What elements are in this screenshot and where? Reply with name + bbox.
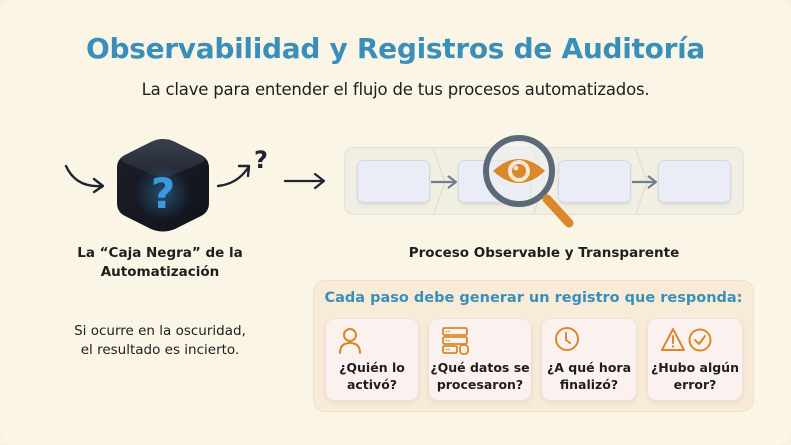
question-card-error: ¿Hubo algún error? [647, 318, 743, 401]
question-text: ¿A qué hora finalizó? [546, 360, 632, 392]
questions-title: Cada paso debe generar un registro que r… [324, 290, 743, 306]
black-cube-question-icon: ? [117, 139, 209, 232]
curved-arrow-out-icon [216, 164, 251, 188]
question-text: ¿Hubo algún error? [651, 360, 739, 392]
warning-check-icon [661, 328, 712, 352]
question-card-who: ¿Quién lo activó? [325, 318, 419, 401]
step-arrows [431, 175, 658, 189]
question-card-time: ¿A qué hora finalizó? [541, 318, 637, 401]
uncertain-output-mark: ? [254, 146, 268, 174]
question-text: ¿Quién lo activó? [339, 360, 405, 392]
question-text: ¿Qué datos se procesaron? [430, 360, 530, 392]
question-card-data: ¿Qué datos se procesaron? [428, 318, 532, 401]
user-icon [339, 328, 361, 354]
process-step-1 [357, 160, 430, 203]
arrow-right-icon [283, 172, 326, 190]
clock-icon [555, 327, 579, 351]
svg-text:?: ? [151, 169, 175, 218]
process-step-3 [558, 160, 631, 203]
database-icon [442, 327, 469, 355]
curved-arrow-in-icon [64, 164, 105, 194]
process-label: Proceso Observable y Transparente [408, 245, 680, 261]
process-step-4 [658, 160, 731, 203]
page-subtitle: La clave para entender el flujo de tus p… [141, 80, 650, 99]
page-title: Observabilidad y Registros de Auditoría [86, 32, 705, 65]
black-box-label: La “Caja Negra” de la Automatización [77, 245, 243, 280]
magnifier-eye-icon [483, 135, 574, 228]
black-box-note: Si ocurre en la oscuridad, el resultado … [74, 323, 246, 358]
questions-panel: Cada paso debe generar un registro que r… [313, 280, 754, 412]
